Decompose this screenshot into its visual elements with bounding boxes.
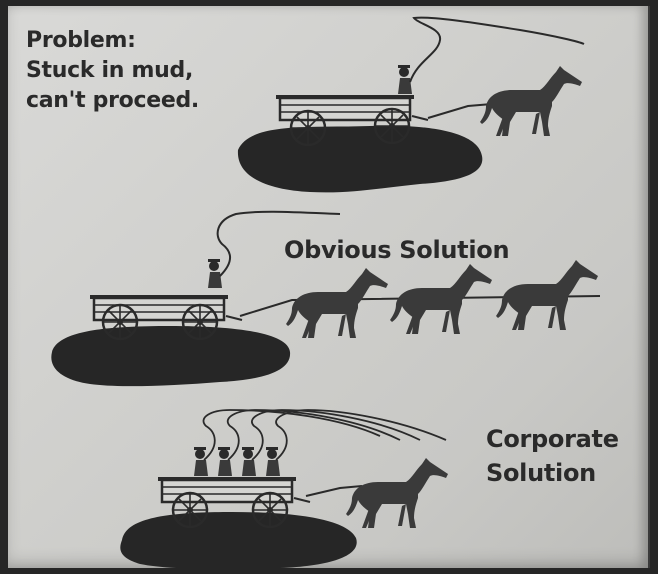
horse-icon [480, 66, 582, 136]
driver-icon [242, 447, 256, 476]
obvious-solution-caption: Obvious Solution [284, 236, 510, 264]
horse-icon [286, 268, 388, 338]
mud-puddle [51, 326, 291, 387]
problem-line-3: can't proceed. [26, 88, 199, 113]
driver-icon [194, 447, 208, 476]
horse-icon [346, 458, 448, 528]
driver-icon [266, 447, 280, 476]
horse-icon [496, 260, 598, 330]
mud-puddle [120, 512, 357, 570]
problem-line-2: Stuck in mud, [26, 58, 194, 83]
corporate-scene [120, 409, 448, 570]
horse-icon [390, 264, 492, 334]
corporate-solution-caption: Corporate Solution [486, 422, 619, 490]
problem-scene [237, 16, 585, 193]
corporate-line-1: Corporate [486, 425, 619, 453]
corporate-line-2: Solution [486, 459, 596, 487]
driver-icon [208, 259, 222, 288]
obvious-scene [51, 210, 601, 387]
mud-puddle [237, 125, 483, 193]
driver-icon [218, 447, 232, 476]
problem-line-1: Problem: [26, 28, 136, 53]
driver-icon [398, 65, 412, 94]
problem-caption: Problem: Stuck in mud, can't proceed. [26, 26, 199, 116]
wagon-icon [156, 475, 312, 504]
